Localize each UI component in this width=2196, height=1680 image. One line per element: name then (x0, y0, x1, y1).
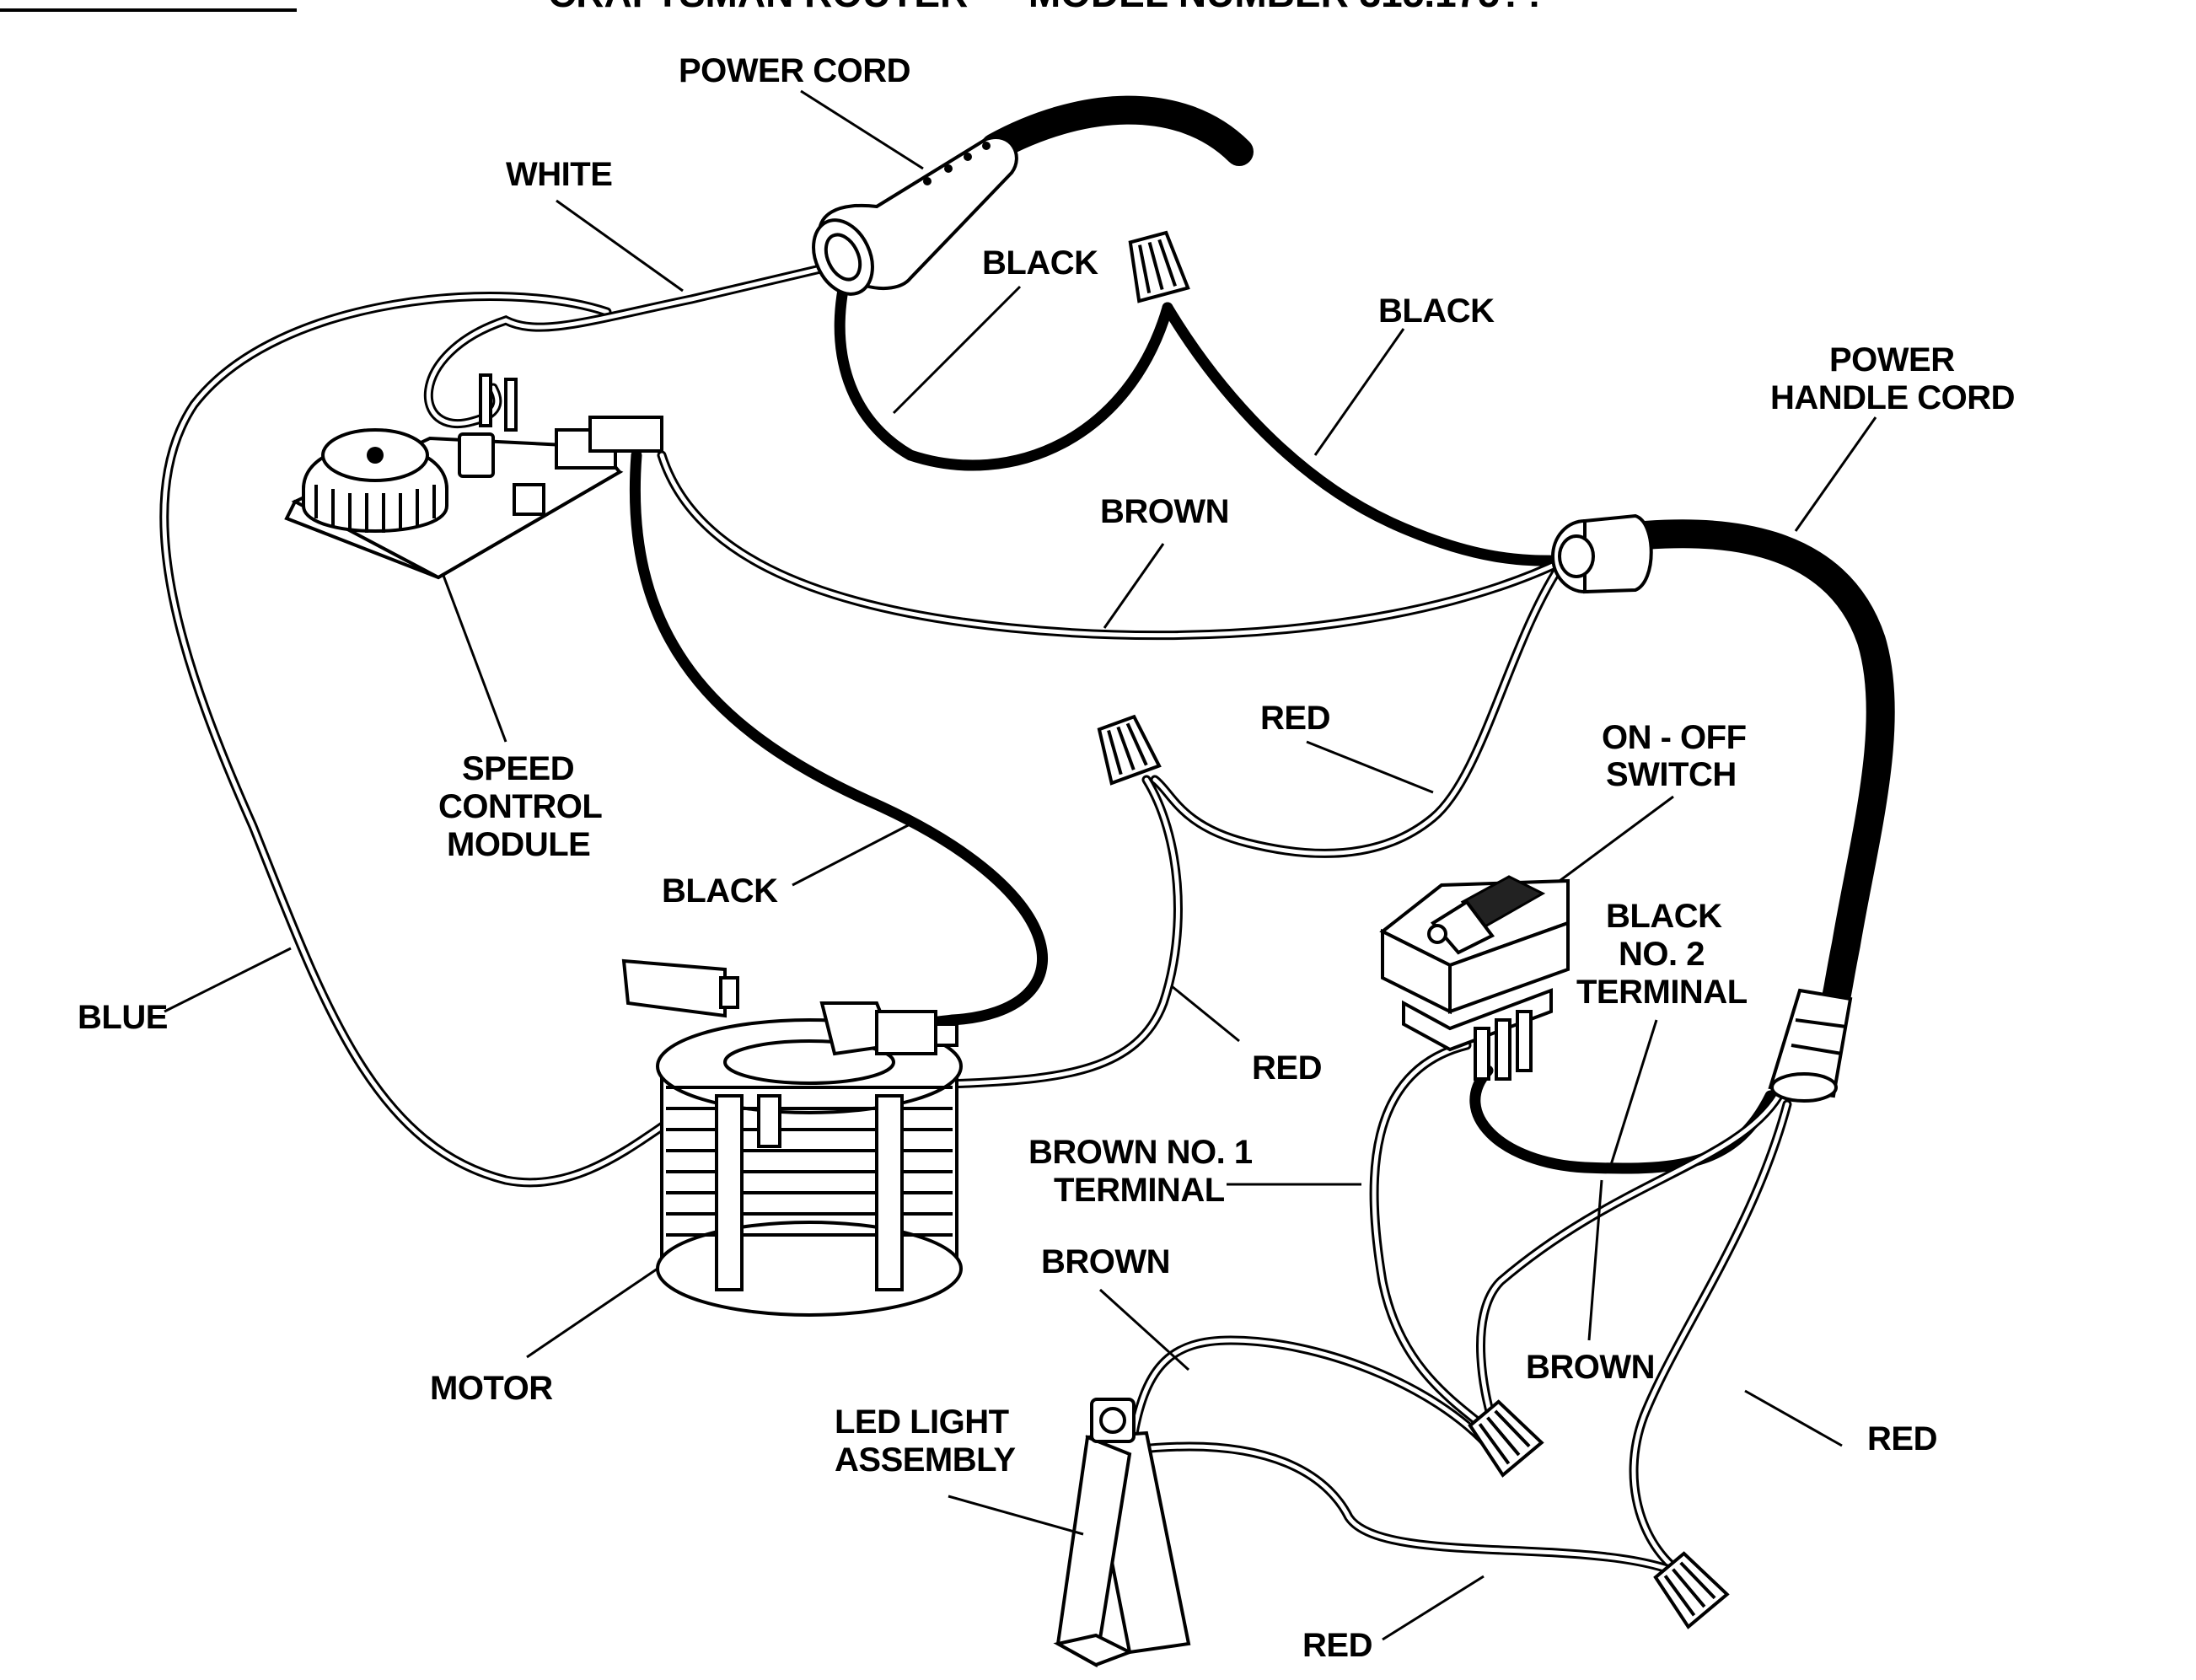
label-brown-right: BROWN (1526, 1349, 1655, 1386)
power-handle-cord (1592, 519, 1895, 1022)
label-power-handle-cord-1: POWER (1829, 341, 1955, 378)
label-speed-control-1: SPEED (462, 750, 574, 787)
label-black-no2-2: NO. 2 (1619, 936, 1705, 973)
handle-cord-grommet (1551, 513, 1653, 594)
label-black-upper: BLACK (1378, 293, 1495, 330)
power-cord (980, 95, 1254, 166)
diagram-title: CRAFTSMAN ROUTER — MODEL NUMBER 315.175?… (548, 0, 1547, 15)
black-wire-motor (629, 449, 1048, 1043)
black-wire-nut-to-handle (1162, 302, 1574, 566)
red-wire-right (1629, 1099, 1792, 1581)
wire-nut-lower (1468, 1399, 1544, 1478)
label-led-2: ASSEMBLY (835, 1441, 1016, 1479)
label-brown-no1-2: TERMINAL (1054, 1172, 1225, 1209)
label-brown-top: BROWN (1100, 493, 1229, 530)
wire-nut-mid (1097, 714, 1162, 786)
label-black-no2-3: TERMINAL (1576, 974, 1748, 1011)
label-blue: BLUE (78, 999, 168, 1036)
label-motor: MOTOR (430, 1370, 553, 1407)
motor (621, 958, 963, 1317)
label-black-cord: BLACK (982, 244, 1098, 282)
label-red-bottom: RED (1302, 1627, 1372, 1664)
brown-wire-led (1129, 1335, 1497, 1455)
label-white: WHITE (506, 156, 612, 193)
label-led-1: LED LIGHT (835, 1404, 1009, 1441)
leader-lines (164, 89, 1877, 1641)
label-speed-control-2: CONTROL (438, 788, 602, 825)
brown-wire-top (657, 450, 1569, 641)
label-power-handle-cord-2: HANDLE CORD (1770, 379, 2015, 416)
label-black-no2-1: BLACK (1606, 898, 1722, 935)
red-wire-bottom (1129, 1441, 1691, 1581)
blue-wire (159, 292, 705, 1188)
handle-cord-strain-relief (1768, 988, 1853, 1103)
black-wire-cord-to-nut (834, 264, 1173, 471)
brown-no1-wire (1369, 1040, 1497, 1438)
label-speed-control-3: MODULE (447, 826, 590, 863)
wire-nut-bottom (1653, 1551, 1730, 1629)
label-power-cord: POWER CORD (679, 52, 910, 89)
brown-wire-right (1476, 1091, 1784, 1438)
speed-control-module (284, 373, 663, 580)
power-cord-strain-relief (812, 136, 1018, 296)
label-red-mid: RED (1260, 700, 1330, 737)
label-black-motor: BLACK (662, 872, 778, 910)
led-light-assembly (1053, 1398, 1191, 1668)
label-on-off-2: SWITCH (1606, 756, 1737, 793)
label-on-off-1: ON - OFF (1602, 719, 1747, 756)
label-red-motor: RED (1252, 1049, 1322, 1087)
black-no2-wire (1469, 1065, 1776, 1174)
on-off-switch (1379, 875, 1570, 1081)
label-brown-bottom: BROWN (1041, 1243, 1170, 1280)
label-red-right: RED (1867, 1420, 1937, 1457)
red-wire-mid (1150, 556, 1569, 858)
wire-nut-top (1128, 230, 1190, 303)
label-brown-no1-1: BROWN NO. 1 (1028, 1134, 1253, 1171)
